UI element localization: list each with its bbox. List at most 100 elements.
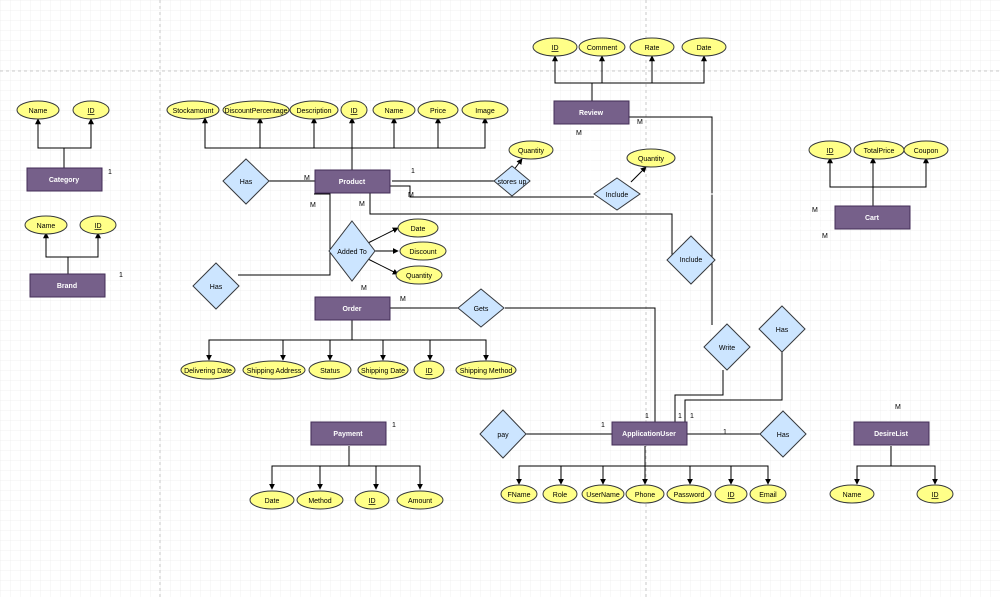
svg-text:Product: Product	[339, 179, 366, 186]
entity-desire-list[interactable]: DesireList	[853, 421, 930, 446]
svg-text:Review: Review	[579, 110, 604, 117]
attribute-order-shipping-method[interactable]: Shipping Method	[455, 360, 517, 380]
svg-text:Price: Price	[430, 108, 446, 115]
attribute-review-date[interactable]: Date	[681, 37, 727, 57]
svg-text:Email: Email	[759, 492, 777, 499]
svg-text:Write: Write	[719, 345, 735, 352]
svg-text:Image: Image	[475, 108, 495, 115]
cardinality-label: 1	[411, 168, 415, 175]
attribute-product-stockamount[interactable]: Stockamount	[166, 100, 220, 120]
attribute-review-id[interactable]: ID	[532, 37, 578, 57]
relationship-include-desire-list[interactable]: Include	[666, 235, 716, 285]
attribute-review-comment[interactable]: Comment	[578, 37, 626, 57]
attribute-payment-amount[interactable]: Amount	[396, 490, 444, 510]
attribute-category-id[interactable]: ID	[72, 100, 110, 120]
attribute-user-phone[interactable]: Phone	[625, 484, 665, 504]
svg-text:TotalPrice: TotalPrice	[864, 148, 895, 155]
relationship-write[interactable]: Write	[703, 323, 751, 371]
attribute-product-name[interactable]: Name	[372, 100, 416, 120]
attribute-user-password[interactable]: Password	[666, 484, 712, 504]
attribute-added-to-quantity[interactable]: Quantity	[395, 265, 443, 285]
attribute-include-quantity[interactable]: Quantity	[626, 148, 676, 168]
svg-text:Coupon: Coupon	[914, 148, 939, 155]
cardinality-label: M	[400, 296, 406, 303]
attribute-cart-id[interactable]: ID	[808, 140, 852, 160]
svg-text:DesireList: DesireList	[874, 431, 909, 438]
cardinality-label: 1	[723, 429, 727, 436]
entity-product[interactable]: Product	[314, 169, 391, 194]
cardinality-label: 1	[601, 422, 605, 429]
svg-text:ID: ID	[88, 108, 95, 115]
cardinality-label: M	[408, 192, 414, 199]
attribute-cart-coupon[interactable]: Coupon	[903, 140, 949, 160]
attribute-user-fname[interactable]: FName	[500, 484, 538, 504]
svg-text:ID: ID	[932, 492, 939, 499]
attribute-review-rate[interactable]: Rate	[629, 37, 675, 57]
attribute-order-delivering-date[interactable]: Delivering Date	[180, 360, 236, 380]
entity-payment[interactable]: Payment	[310, 421, 387, 446]
relationship-pay[interactable]: pay	[479, 409, 527, 459]
attribute-brand-name[interactable]: Name	[24, 215, 68, 235]
cardinality-label: M	[576, 130, 582, 137]
attribute-user-role[interactable]: Role	[542, 484, 578, 504]
cardinality-label: M	[812, 207, 818, 214]
relationship-has-category[interactable]: Has	[222, 158, 270, 205]
attribute-user-username[interactable]: UserName	[581, 484, 625, 504]
relationship-has-desire-list[interactable]: Has	[759, 410, 807, 458]
entity-order[interactable]: Order	[314, 296, 391, 321]
entity-brand[interactable]: Brand	[29, 273, 106, 298]
entity-cart[interactable]: Cart	[834, 205, 911, 230]
attribute-category-name[interactable]: Name	[16, 100, 60, 120]
attribute-order-shipping-address[interactable]: Shipping Address	[242, 360, 306, 380]
cardinality-label: 1	[108, 169, 112, 176]
entity-review[interactable]: Review	[553, 100, 630, 125]
svg-text:Description: Description	[296, 108, 331, 115]
attribute-brand-id[interactable]: ID	[79, 215, 117, 235]
relationship-gets[interactable]: Gets	[457, 288, 505, 328]
attribute-user-id[interactable]: ID	[714, 484, 748, 504]
attribute-added-to-date[interactable]: Date	[397, 218, 439, 238]
attribute-desire-list-name[interactable]: Name	[829, 484, 875, 504]
attribute-payment-date[interactable]: Date	[249, 490, 295, 510]
entity-application-user[interactable]: ApplicationUser	[611, 421, 688, 446]
relationship-stores-up[interactable]: stores up	[493, 165, 531, 197]
svg-text:Discount: Discount	[409, 249, 436, 256]
attribute-product-description[interactable]: Description	[289, 100, 339, 120]
cardinality-label: M	[310, 202, 316, 209]
attribute-order-shipping-date[interactable]: Shipping Date	[357, 360, 409, 380]
svg-text:Password: Password	[674, 492, 705, 499]
attribute-product-image[interactable]: Image	[461, 100, 509, 120]
relationship-has-brand[interactable]: Has	[192, 262, 240, 310]
entity-category[interactable]: Category	[26, 167, 103, 192]
svg-text:ID: ID	[95, 223, 102, 230]
svg-text:Has: Has	[210, 284, 223, 291]
cardinality-label: M	[895, 404, 901, 411]
attribute-cart-total-price[interactable]: TotalPrice	[853, 140, 905, 160]
svg-text:ID: ID	[351, 108, 358, 115]
attribute-desire-list-id[interactable]: ID	[916, 484, 954, 504]
svg-text:Has: Has	[777, 432, 790, 439]
svg-text:Status: Status	[320, 368, 340, 375]
attribute-payment-method[interactable]: Method	[296, 490, 344, 510]
relationship-lines	[107, 111, 889, 435]
attribute-stores-up-quantity[interactable]: Quantity	[508, 140, 554, 160]
cardinality-label: M	[822, 233, 828, 240]
attribute-product-price[interactable]: Price	[417, 100, 459, 120]
attribute-product-discount-percentage[interactable]: DiscountPercentage	[222, 100, 290, 120]
attribute-payment-id[interactable]: ID	[354, 490, 390, 510]
relationship-added-to[interactable]: Added To	[328, 220, 376, 282]
attribute-order-status[interactable]: Status	[308, 360, 352, 380]
relationship-has-cart[interactable]: Has	[758, 305, 806, 353]
attribute-order-id[interactable]: ID	[413, 360, 445, 380]
attribute-product-id[interactable]: ID	[340, 100, 368, 120]
svg-text:ApplicationUser: ApplicationUser	[622, 431, 676, 438]
svg-text:Date: Date	[697, 45, 712, 52]
svg-text:ID: ID	[426, 368, 433, 375]
svg-text:ID: ID	[728, 492, 735, 499]
attribute-added-to-discount[interactable]: Discount	[399, 241, 447, 261]
attribute-user-email[interactable]: Email	[749, 484, 787, 504]
svg-text:Amount: Amount	[408, 498, 432, 505]
relationship-include-cart[interactable]: Include	[593, 177, 641, 211]
